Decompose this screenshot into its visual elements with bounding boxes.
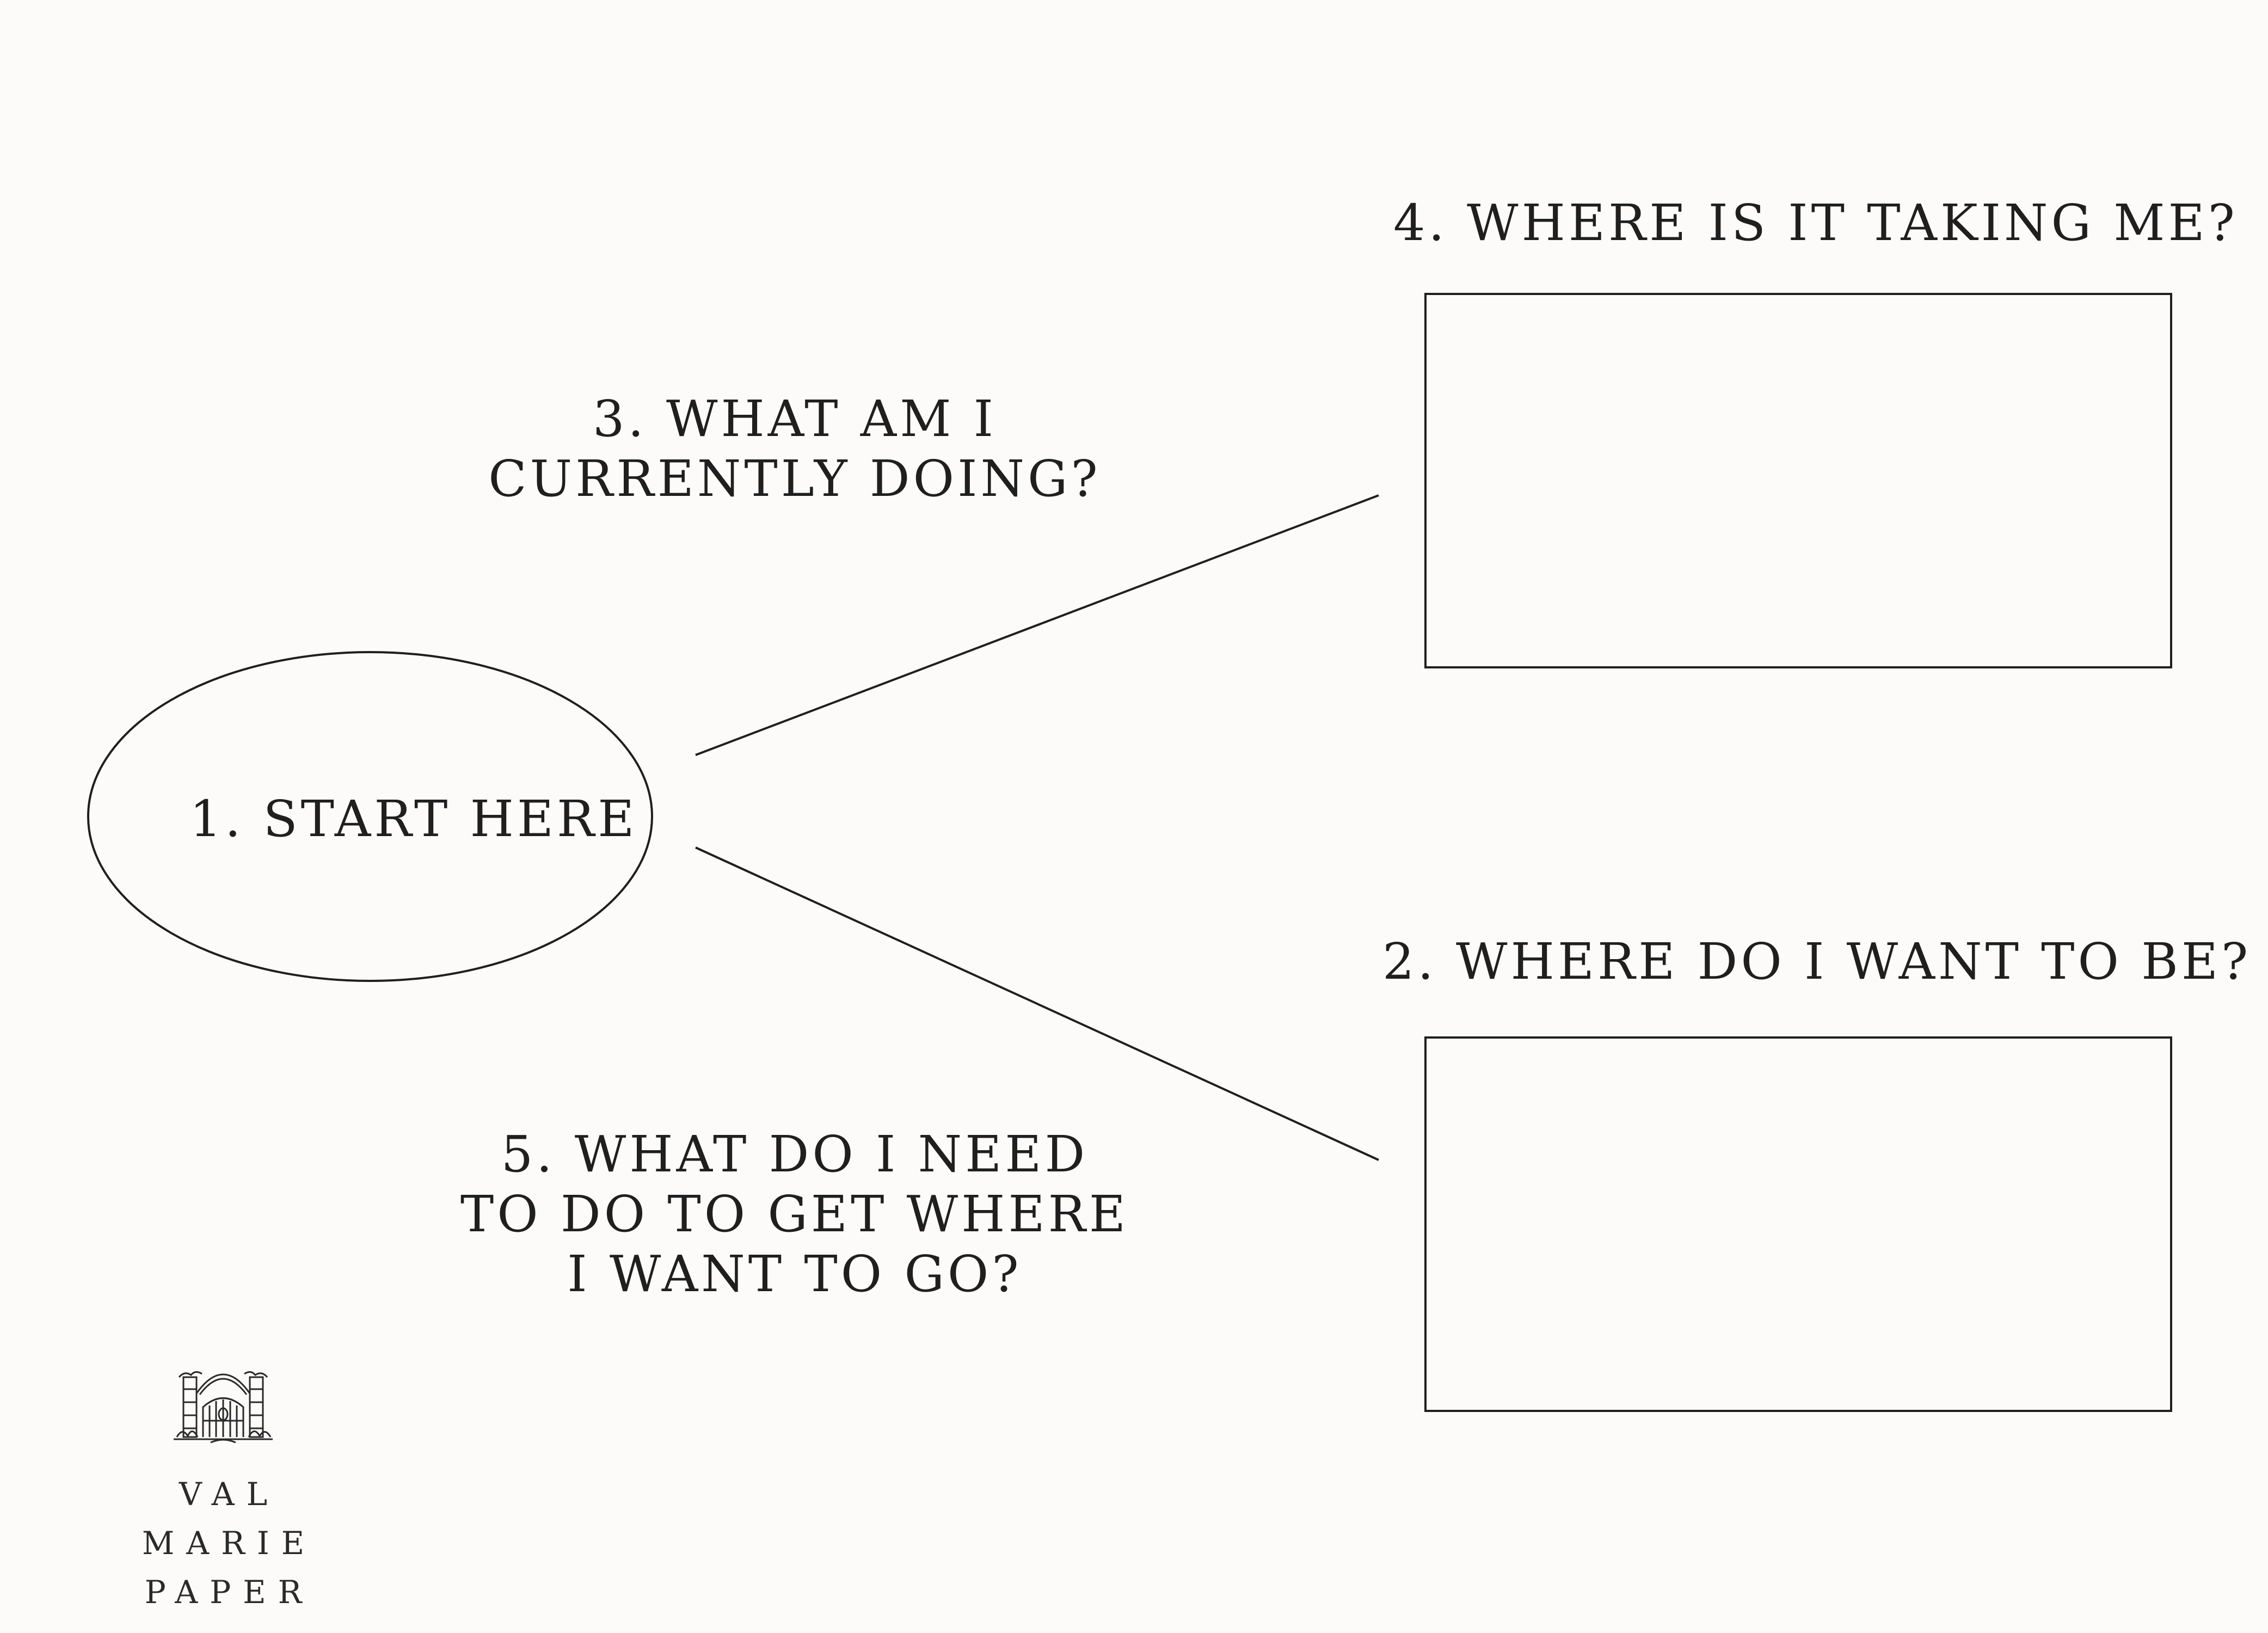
brand-name-line-1: VAL MARIE	[142, 1476, 317, 1562]
label-q5-line-2: TO DO TO GET WHERE	[460, 1185, 1129, 1243]
garden-gate-illustration-icon	[174, 1371, 273, 1444]
label-q5-line-3: I WANT TO GO?	[567, 1245, 1022, 1303]
label-start-line-1: 1. START HERE	[189, 790, 638, 848]
answer-box-where-want-to-be[interactable]	[1424, 1036, 2172, 1412]
label-q4-line-1: 4. WHERE IS IT TAKING ME?	[1393, 194, 2238, 252]
start-ellipse	[87, 651, 653, 982]
label-where-taking-me: 4. WHERE IS IT TAKING ME?	[1393, 193, 2238, 253]
label-q5-line-1: 5. WHAT DO I NEED	[501, 1125, 1089, 1183]
label-what-am-i-doing: 3. WHAT AM I CURRENTLY DOING?	[468, 389, 1121, 509]
label-q2-line-1: 2. WHERE DO I WANT TO BE?	[1382, 932, 2252, 991]
label-q3-line-2: CURRENTLY DOING?	[488, 450, 1101, 508]
label-what-do-i-need: 5. WHAT DO I NEED TO DO TO GET WHERE I W…	[414, 1125, 1176, 1304]
connector-line-lower	[695, 846, 1379, 1161]
label-start-here: 1. START HERE	[87, 789, 740, 849]
answer-box-where-taking-me[interactable]	[1424, 293, 2172, 668]
brand-name-line-2: PAPER	[144, 1574, 314, 1611]
connector-line-upper	[695, 494, 1379, 756]
label-q3-line-1: 3. WHAT AM I	[592, 390, 997, 448]
label-where-want-to-be: 2. WHERE DO I WANT TO BE?	[1382, 932, 2252, 992]
brand-block: VAL MARIE PAPER	[71, 1355, 376, 1617]
